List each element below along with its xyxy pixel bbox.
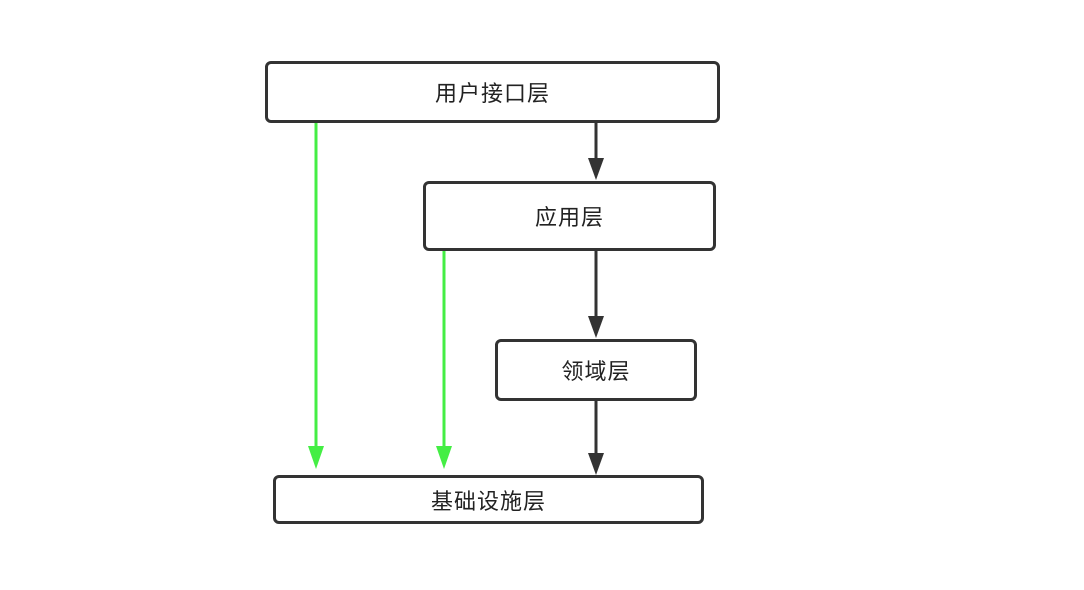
arrow-domain-to-infrastructure-head <box>588 453 604 475</box>
domain-layer-box: 领域层 <box>495 339 697 401</box>
application-layer-box: 应用层 <box>423 181 716 251</box>
arrow-application-to-infrastructure-head <box>436 446 452 469</box>
arrow-ui-to-infrastructure-head <box>308 446 324 469</box>
user-interface-layer-box: 用户接口层 <box>265 61 720 123</box>
infrastructure-layer-box: 基础设施层 <box>273 475 704 524</box>
domain-layer-label: 领域层 <box>561 360 631 385</box>
user-interface-layer-label: 用户接口层 <box>434 82 550 107</box>
application-layer-label: 应用层 <box>534 206 604 231</box>
arrow-application-to-domain-head <box>588 316 604 338</box>
arrow-ui-to-application-head <box>588 158 604 180</box>
infrastructure-layer-label: 基础设施层 <box>430 489 546 515</box>
